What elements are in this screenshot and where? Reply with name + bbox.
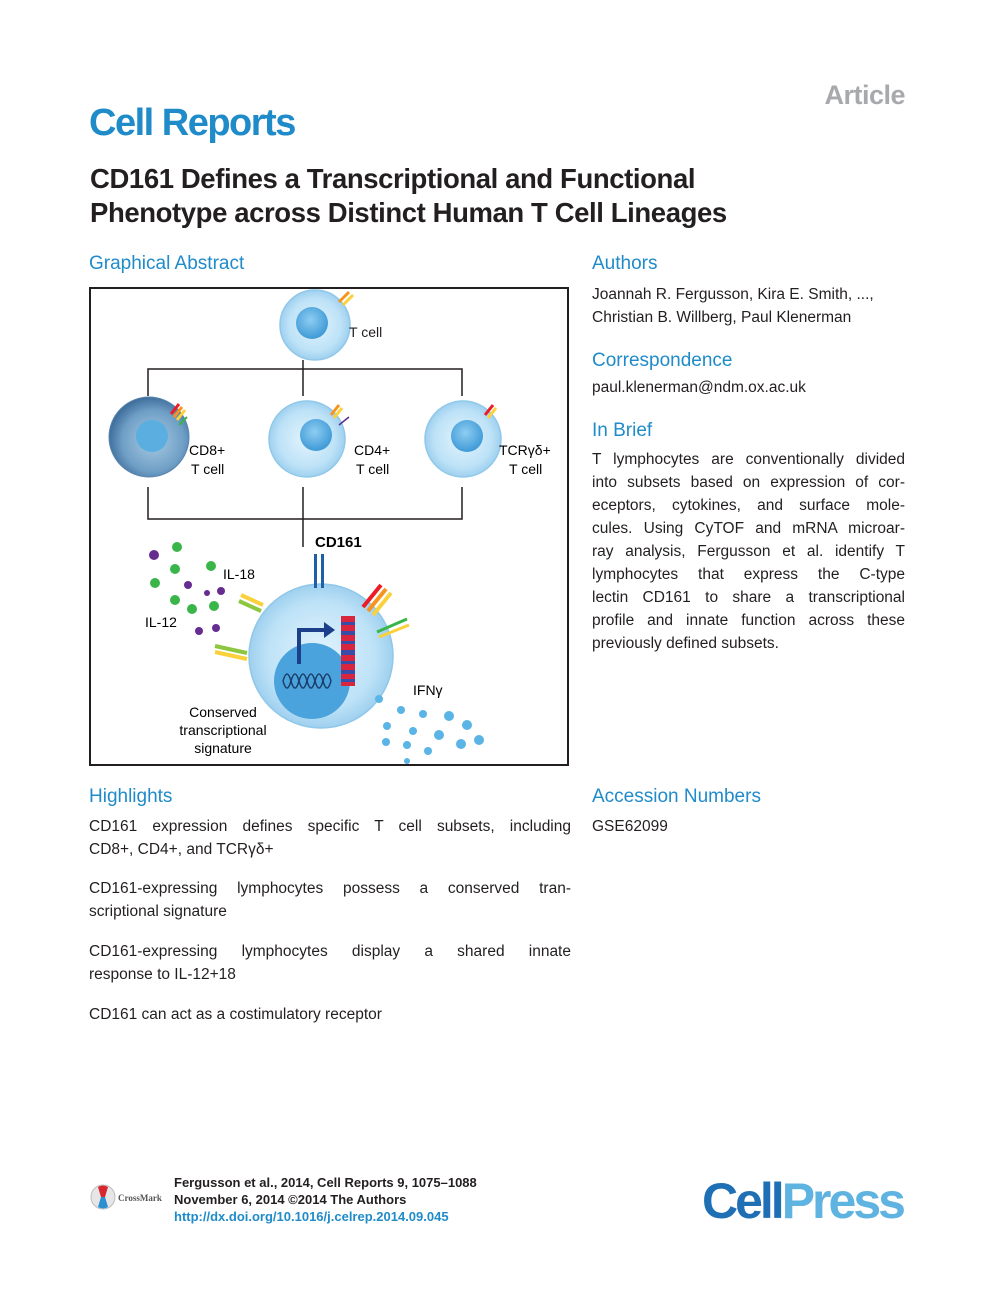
correspondence-heading: Correspondence <box>592 350 733 371</box>
cd8-receptor-icon <box>169 403 188 426</box>
highlight-item: CD161 can act as a costimulatory recepto… <box>89 1003 571 1026</box>
abstract-diagram: T cell CD8+ T cell <box>108 289 551 764</box>
highlight-1-line-1: CD161 expression defines specific T cell… <box>89 818 571 835</box>
authors-line-1: Joannah R. Fergusson, Kira E. Smith, ...… <box>592 286 874 303</box>
label-il18: IL-18 <box>223 566 255 582</box>
cd4-t-cell <box>268 400 350 478</box>
highlight-2-line-1: CD161-expressing lymphocytes possess a c… <box>89 880 571 897</box>
highlight-item: CD161-expressing lymphocytes display a s… <box>89 940 571 986</box>
footer-citation: Fergusson et al., 2014, Cell Reports 9, … <box>174 1175 477 1190</box>
expression-heatmap-icon <box>341 616 355 686</box>
in-brief-line-4: cules. Using CyTOF and mRNA microar- <box>592 520 905 537</box>
label-tcrgd-line2: T cell <box>509 461 542 477</box>
in-brief-heading: In Brief <box>592 420 653 441</box>
cellpress-logo: CellPress <box>702 1172 906 1230</box>
tcrgd-t-cell <box>424 400 502 478</box>
in-brief-text: T lymphocytes are conventionally divided… <box>592 448 905 655</box>
label-signature-line2: transcriptional <box>179 722 266 738</box>
title-line-2: Phenotype across Distinct Human T Cell L… <box>90 197 727 228</box>
tcr-receptor-icon <box>337 290 355 307</box>
highlight-item: CD161 expression defines specific T cell… <box>89 815 571 861</box>
title-line-1: CD161 Defines a Transcriptional and Func… <box>90 163 696 194</box>
correspondence-email[interactable]: paul.klenerman@ndm.ox.ac.uk <box>592 379 806 396</box>
in-brief-line-6: lymphocytes that express the C-type <box>592 566 905 583</box>
authors-heading: Authors <box>592 253 658 274</box>
in-brief-line-8: profile and innate function across these <box>592 612 905 629</box>
cellpress-cell: Cell <box>702 1173 785 1229</box>
label-il12: IL-12 <box>145 614 177 630</box>
graphical-abstract-heading: Graphical Abstract <box>89 253 245 274</box>
cd161-expressing-cell <box>214 554 410 729</box>
highlight-item: CD161-expressing lymphocytes possess a c… <box>89 877 571 923</box>
crossmark-icon: CrossMark <box>90 1184 162 1210</box>
highlights-heading: Highlights <box>89 786 173 807</box>
cd161-receptor-icon <box>314 554 324 588</box>
in-brief-line-7: lectin CD161 to share a transcriptional <box>592 589 905 606</box>
label-tcrgd-line1: TCRγδ+ <box>499 442 551 458</box>
article-type-label: Article <box>824 80 905 110</box>
cytokine-receptor-icons <box>214 583 410 661</box>
t-cell-top <box>279 289 355 361</box>
paper-title: CD161 Defines a Transcriptional and Func… <box>90 162 850 230</box>
in-brief-line-2: into subsets based on expression of cor- <box>592 474 905 491</box>
cytokine-dots-il <box>149 542 225 635</box>
journal-name: Cell Reports <box>89 102 296 144</box>
in-brief-line-9: previously defined subsets. <box>592 635 779 652</box>
cellpress-press: Press <box>781 1173 906 1229</box>
highlight-3-line-2: response to IL-12+18 <box>89 966 236 983</box>
crossmark-label: CrossMark <box>118 1193 162 1203</box>
label-ifng: IFNγ <box>413 682 443 698</box>
highlight-3-line-1: CD161-expressing lymphocytes display a s… <box>89 943 571 960</box>
in-brief-line-1: T lymphocytes are conventionally divided <box>592 451 905 468</box>
convergence-connector <box>147 487 463 547</box>
lineage-connector <box>147 360 463 396</box>
transcription-arrow-icon <box>297 622 335 664</box>
highlight-1-line-2: CD8+, CD4+, and TCRγδ+ <box>89 841 274 858</box>
highlight-2-line-2: scriptional signature <box>89 903 227 920</box>
graphical-abstract-figure: T cell CD8+ T cell <box>89 287 569 766</box>
label-cd4-line1: CD4+ <box>354 442 390 458</box>
cd4-receptor-icon <box>329 404 350 426</box>
highlight-4-line-1: CD161 can act as a costimulatory recepto… <box>89 1006 382 1023</box>
label-cd8-line1: CD8+ <box>189 442 225 458</box>
label-cd161: CD161 <box>315 534 362 551</box>
accession-heading: Accession Numbers <box>592 786 761 807</box>
authors-list: Joannah R. Fergusson, Kira E. Smith, ...… <box>592 283 912 329</box>
authors-line-2: Christian B. Willberg, Paul Klenerman <box>592 309 852 326</box>
in-brief-line-5: ray analysis, Fergusson et al. identify … <box>592 543 905 560</box>
footer-doi-link[interactable]: http://dx.doi.org/10.1016/j.celrep.2014.… <box>174 1209 449 1224</box>
tcrgd-receptor-icon <box>483 404 498 419</box>
label-signature-line3: signature <box>194 740 252 756</box>
crossmark-logo[interactable]: CrossMark <box>90 1182 170 1212</box>
accession-number[interactable]: GSE62099 <box>592 818 668 835</box>
in-brief-line-3: eceptors, cytokines, and surface mole- <box>592 497 905 514</box>
label-signature-line1: Conserved <box>189 704 257 720</box>
label-t-cell: T cell <box>349 324 382 340</box>
label-cd8-line2: T cell <box>191 461 224 477</box>
cd8-t-cell <box>108 396 190 478</box>
label-cd4-line2: T cell <box>356 461 389 477</box>
cytokine-dots-ifng <box>375 695 484 764</box>
footer-date: November 6, 2014 ©2014 The Authors <box>174 1192 407 1207</box>
